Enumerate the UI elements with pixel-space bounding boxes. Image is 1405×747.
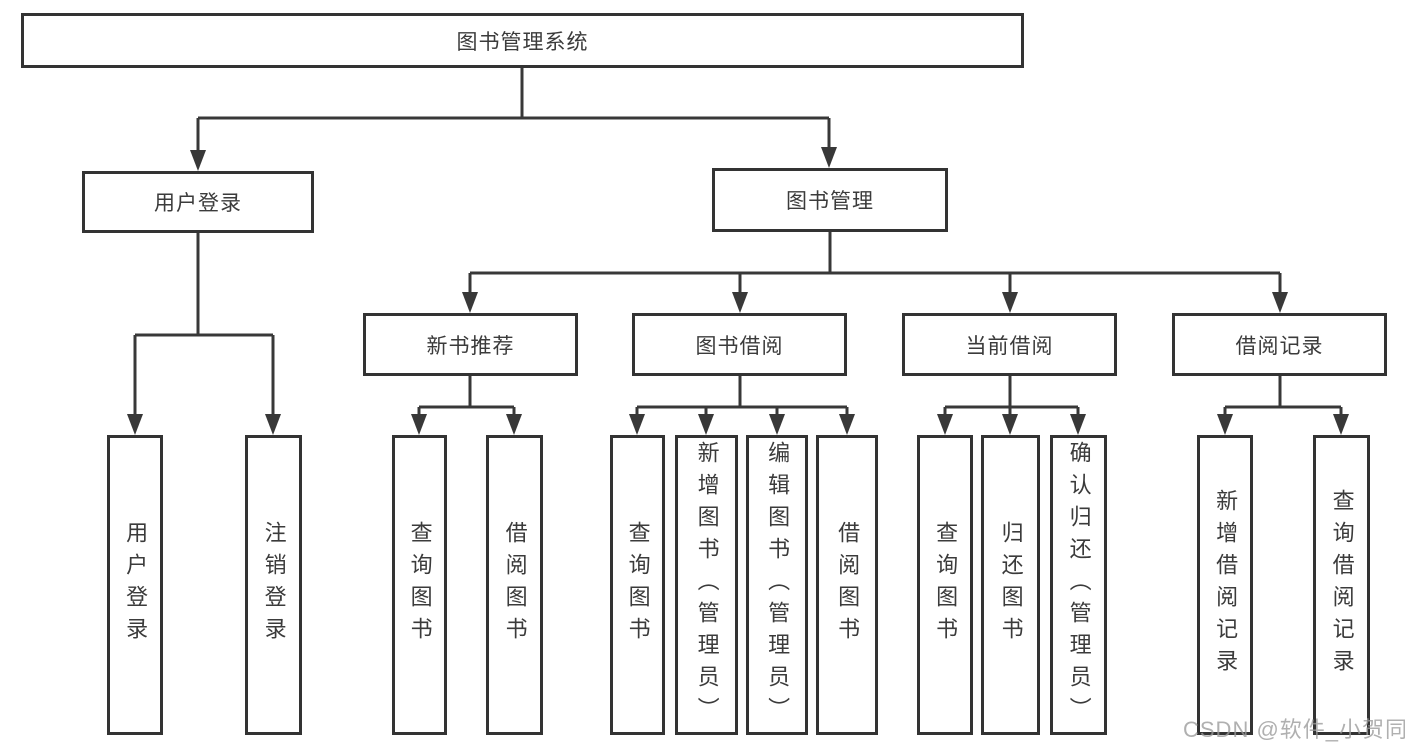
leaf-recommend-query-books-label: 查询图书 (407, 521, 433, 649)
csdn-watermark: CSDN @软件_小贺同学 (1183, 717, 1405, 742)
node-new-book-recommend: 新书推荐 (363, 313, 578, 376)
leaf-current-query-books-label: 查询图书 (933, 521, 959, 649)
node-user-login: 用户登录 (82, 171, 314, 233)
leaf-confirm-return-admin-label: 确认归还（管理员） (1066, 441, 1092, 729)
leaf-borrow-query-books: 查询图书 (610, 435, 665, 735)
leaf-query-borrow-record: 查询借阅记录 (1313, 435, 1370, 735)
leaf-edit-books-admin-label: 编辑图书（管理员） (765, 441, 791, 729)
leaf-borrow-books-label: 借阅图书 (835, 521, 861, 649)
node-new-book-recommend-label: 新书推荐 (426, 334, 515, 358)
node-book-borrow-label: 图书借阅 (695, 334, 784, 358)
node-root-system-label: 图书管理系统 (456, 30, 589, 54)
leaf-query-borrow-record-label: 查询借阅记录 (1329, 489, 1355, 681)
node-user-login-label: 用户登录 (154, 192, 242, 215)
leaf-recommend-query-books: 查询图书 (392, 435, 447, 735)
leaf-recommend-borrow-books: 借阅图书 (486, 435, 543, 735)
leaf-edit-books-admin: 编辑图书（管理员） (746, 435, 808, 735)
leaf-return-books-label: 归还图书 (998, 521, 1024, 649)
leaf-recommend-borrow-books-label: 借阅图书 (502, 521, 528, 649)
leaf-borrow-books: 借阅图书 (816, 435, 878, 735)
leaf-logout-label: 注销登录 (261, 521, 287, 649)
leaf-borrow-query-books-label: 查询图书 (625, 521, 651, 649)
leaf-user-login-label: 用户登录 (123, 521, 149, 649)
node-borrow-records: 借阅记录 (1172, 313, 1387, 376)
leaf-add-borrow-record: 新增借阅记录 (1197, 435, 1253, 735)
node-current-borrow: 当前借阅 (902, 313, 1117, 376)
leaf-current-query-books: 查询图书 (917, 435, 973, 735)
leaf-add-books-admin: 新增图书（管理员） (675, 435, 738, 735)
leaf-add-books-admin-label: 新增图书（管理员） (694, 441, 720, 729)
leaf-user-login: 用户登录 (107, 435, 163, 735)
node-borrow-records-label: 借阅记录 (1235, 334, 1324, 358)
leaf-add-borrow-record-label: 新增借阅记录 (1213, 489, 1239, 681)
node-book-management-label: 图书管理 (786, 190, 874, 213)
leaf-return-books: 归还图书 (981, 435, 1040, 735)
node-root-system: 图书管理系统 (21, 13, 1024, 68)
leaf-logout: 注销登录 (245, 435, 302, 735)
node-current-borrow-label: 当前借阅 (965, 334, 1054, 358)
node-book-borrow: 图书借阅 (632, 313, 847, 376)
leaf-confirm-return-admin: 确认归还（管理员） (1050, 435, 1107, 735)
node-book-management: 图书管理 (712, 168, 948, 232)
